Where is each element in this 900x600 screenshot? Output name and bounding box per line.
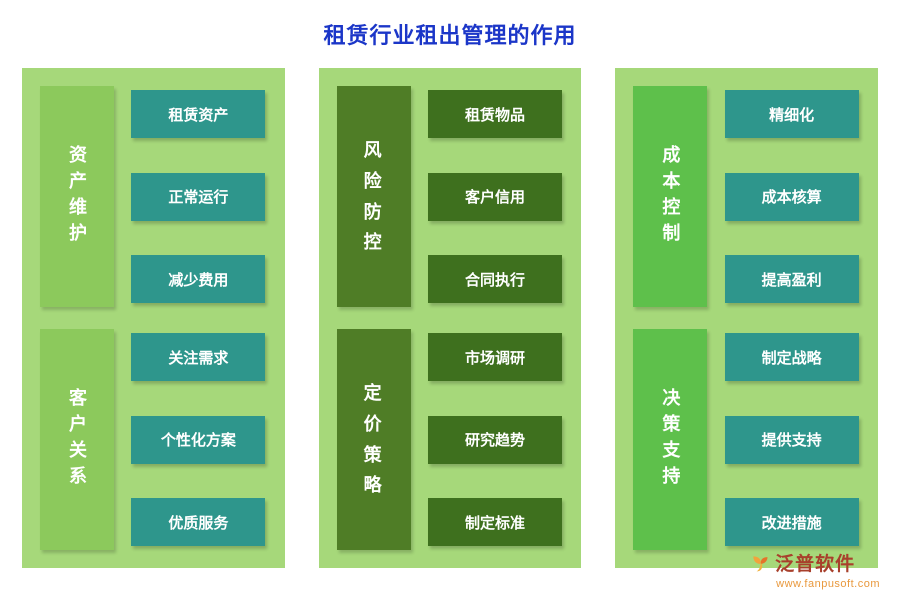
item-normal-operation: 正常运行 [131,172,266,221]
group-decision-support: 决策支持 制定战略 提供支持 改进措施 [633,329,860,550]
group-label-asset-maintenance: 资产维护 [40,86,114,307]
brand-name: 泛普软件 [775,554,856,575]
brand-url: www.fanpusoft.com [776,578,880,590]
panel-cost-decision: 成本控制 精细化 成本核算 提高盈利 决策支持 制定战略 提供支持 改进措施 [615,68,879,568]
item-customer-credit: 客户信用 [428,172,562,221]
item-list: 租赁资产 正常运行 减少费用 [130,86,267,307]
group-label-cost-control: 成本控制 [633,86,708,307]
item-reduce-cost: 减少费用 [131,255,266,303]
item-cost-accounting: 成本核算 [724,172,859,221]
page-title: 租赁行业租出管理的作用 [323,23,577,48]
group-label-decision-support: 决策支持 [633,329,708,550]
item-list: 租赁物品 客户信用 合同执行 [427,86,564,307]
group-label-text: 决策支持 [660,387,681,492]
item-improve-profit: 提高盈利 [724,255,859,303]
diagram-board: 资产维护 租赁资产 正常运行 减少费用 客户关系 关注需求 个性化方案 优质服务… [22,68,879,568]
group-cost-control: 成本控制 精细化 成本核算 提高盈利 [633,86,860,307]
item-list: 关注需求 个性化方案 优质服务 [130,329,267,550]
item-contract-execution: 合同执行 [428,255,562,303]
item-market-research: 市场调研 [428,333,562,381]
group-label-customer-relations: 客户关系 [40,329,114,550]
item-improve-measures: 改进措施 [724,498,859,546]
item-study-trends: 研究趋势 [428,415,562,464]
panel-risk-pricing: 风险防控 租赁物品 客户信用 合同执行 定价策略 市场调研 研究趋势 制定标准 [318,68,582,568]
group-label-pricing-strategy: 定价策略 [336,329,411,550]
group-label-text: 资产维护 [67,144,87,249]
item-follow-needs: 关注需求 [131,333,266,381]
item-provide-support: 提供支持 [724,415,859,464]
item-rental-goods: 租赁物品 [428,90,562,138]
footer-brand: 泛普软件 www.fanpusoft.com [750,549,880,590]
group-pricing-strategy: 定价策略 市场调研 研究趋势 制定标准 [336,329,564,550]
item-make-strategy: 制定战略 [724,333,859,381]
brand-row: 泛普软件 [750,549,855,576]
panel-asset-customer: 资产维护 租赁资产 正常运行 减少费用 客户关系 关注需求 个性化方案 优质服务 [22,68,285,568]
item-set-standards: 制定标准 [428,498,562,546]
item-quality-service: 优质服务 [131,498,266,546]
group-label-text: 成本控制 [660,144,681,249]
item-refinement: 精细化 [724,90,859,138]
group-label-text: 定价策略 [363,383,384,496]
group-label-text: 客户关系 [67,387,87,492]
group-label-text: 风险防控 [363,140,384,253]
group-customer-relations: 客户关系 关注需求 个性化方案 优质服务 [40,329,267,550]
group-risk-control: 风险防控 租赁物品 客户信用 合同执行 [336,86,564,307]
item-list: 制定战略 提供支持 改进措施 [723,329,860,550]
fanpu-logo-icon [750,553,770,573]
item-list: 市场调研 研究趋势 制定标准 [427,329,564,550]
group-asset-maintenance: 资产维护 租赁资产 正常运行 减少费用 [40,86,267,307]
group-label-risk-control: 风险防控 [336,86,411,307]
item-list: 精细化 成本核算 提高盈利 [723,86,860,307]
item-personalized-plan: 个性化方案 [131,415,266,464]
item-rental-assets: 租赁资产 [131,90,266,138]
